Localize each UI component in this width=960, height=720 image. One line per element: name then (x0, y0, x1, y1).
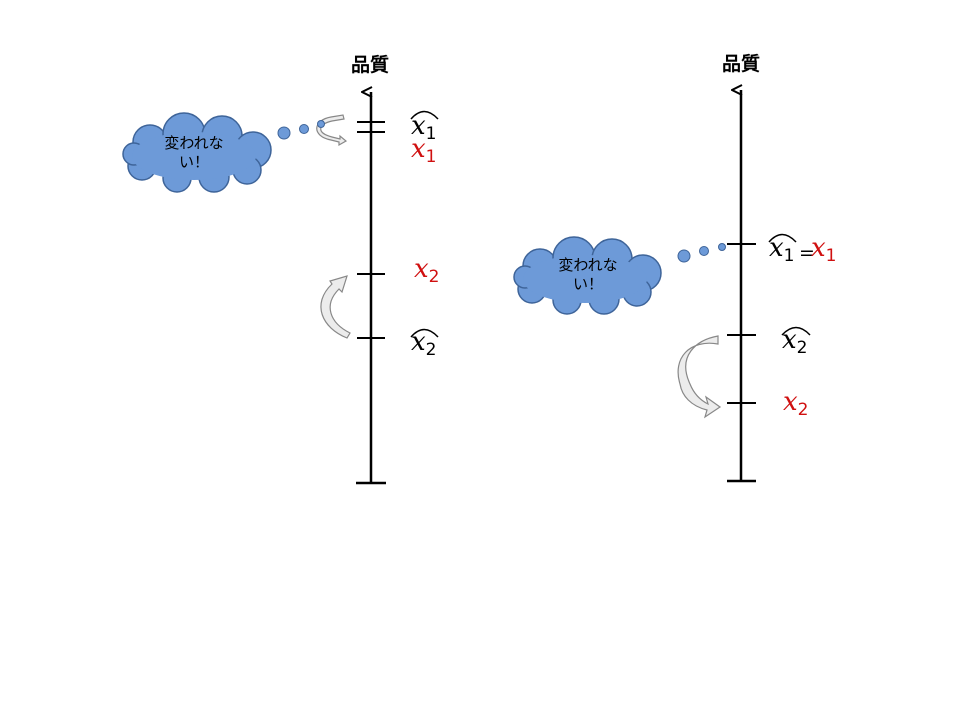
hat-mark (410, 110, 439, 120)
right-diagram: 品質 x1 = x1 x2 x2 (513, 52, 837, 483)
variable-subscript: 1 (784, 246, 795, 266)
variable-subscript: 1 (426, 147, 437, 167)
thought-dot (277, 126, 291, 140)
thought-dot (317, 120, 325, 128)
svg-text:x1: x1 (811, 233, 837, 266)
hat-mark (768, 233, 797, 243)
thought-dot (299, 124, 309, 134)
thought-dot (699, 246, 709, 256)
variable-subscript: 2 (429, 267, 440, 287)
equals-sign: = (799, 242, 815, 264)
hat-mark (410, 328, 439, 338)
svg-text:x1: x1 (411, 111, 437, 144)
variable-symbol: x (782, 325, 797, 355)
left-thought-cloud: 変われな い！ (122, 112, 272, 193)
variable-symbol: x (411, 111, 426, 141)
cloud-text-line2: い！ (179, 153, 209, 171)
svg-text:x1: x1 (769, 233, 795, 266)
svg-text:x2: x2 (411, 327, 437, 360)
left-label-hat-x1: x1 (410, 110, 439, 144)
variable-symbol: x (783, 387, 798, 417)
variable-symbol: x (411, 327, 426, 357)
right-label-x2: x2 (783, 387, 809, 420)
cloud-text-line1: 変われな (558, 256, 617, 274)
left-axis-title: 品質 (351, 53, 389, 76)
curved-arrow-icon (677, 335, 722, 419)
curved-arrow-icon (320, 275, 351, 339)
cloud-text-line2: い！ (573, 275, 603, 293)
right-thought-cloud: 変われな い！ (513, 236, 662, 315)
left-label-x2: x2 (414, 254, 440, 287)
variable-symbol: x (411, 134, 426, 164)
right-label-hat-x2: x2 (781, 325, 811, 358)
svg-text:x2: x2 (782, 325, 808, 358)
variable-subscript: 2 (798, 400, 809, 420)
right-label-hat-x1-equals-x1: x1 = x1 (768, 233, 837, 266)
variable-subscript: 2 (797, 338, 808, 358)
variable-symbol: x (414, 254, 429, 284)
thought-dot (718, 243, 726, 251)
hat-mark (781, 326, 811, 336)
left-label-hat-x2: x2 (410, 327, 439, 360)
variable-subscript: 2 (426, 340, 437, 360)
right-axis-title: 品質 (722, 52, 760, 75)
cloud-text-line1: 変われな (164, 134, 223, 152)
variable-subscript: 1 (426, 124, 437, 144)
left-diagram: 品質 x1 x1 x2 x2 (122, 53, 440, 485)
curved-arrow-icon (316, 114, 348, 147)
variable-symbol: x (769, 233, 784, 263)
thought-dot (677, 249, 691, 263)
left-label-x1: x1 (411, 134, 437, 167)
variable-subscript: 1 (826, 246, 837, 266)
variable-symbol: x (811, 233, 826, 263)
